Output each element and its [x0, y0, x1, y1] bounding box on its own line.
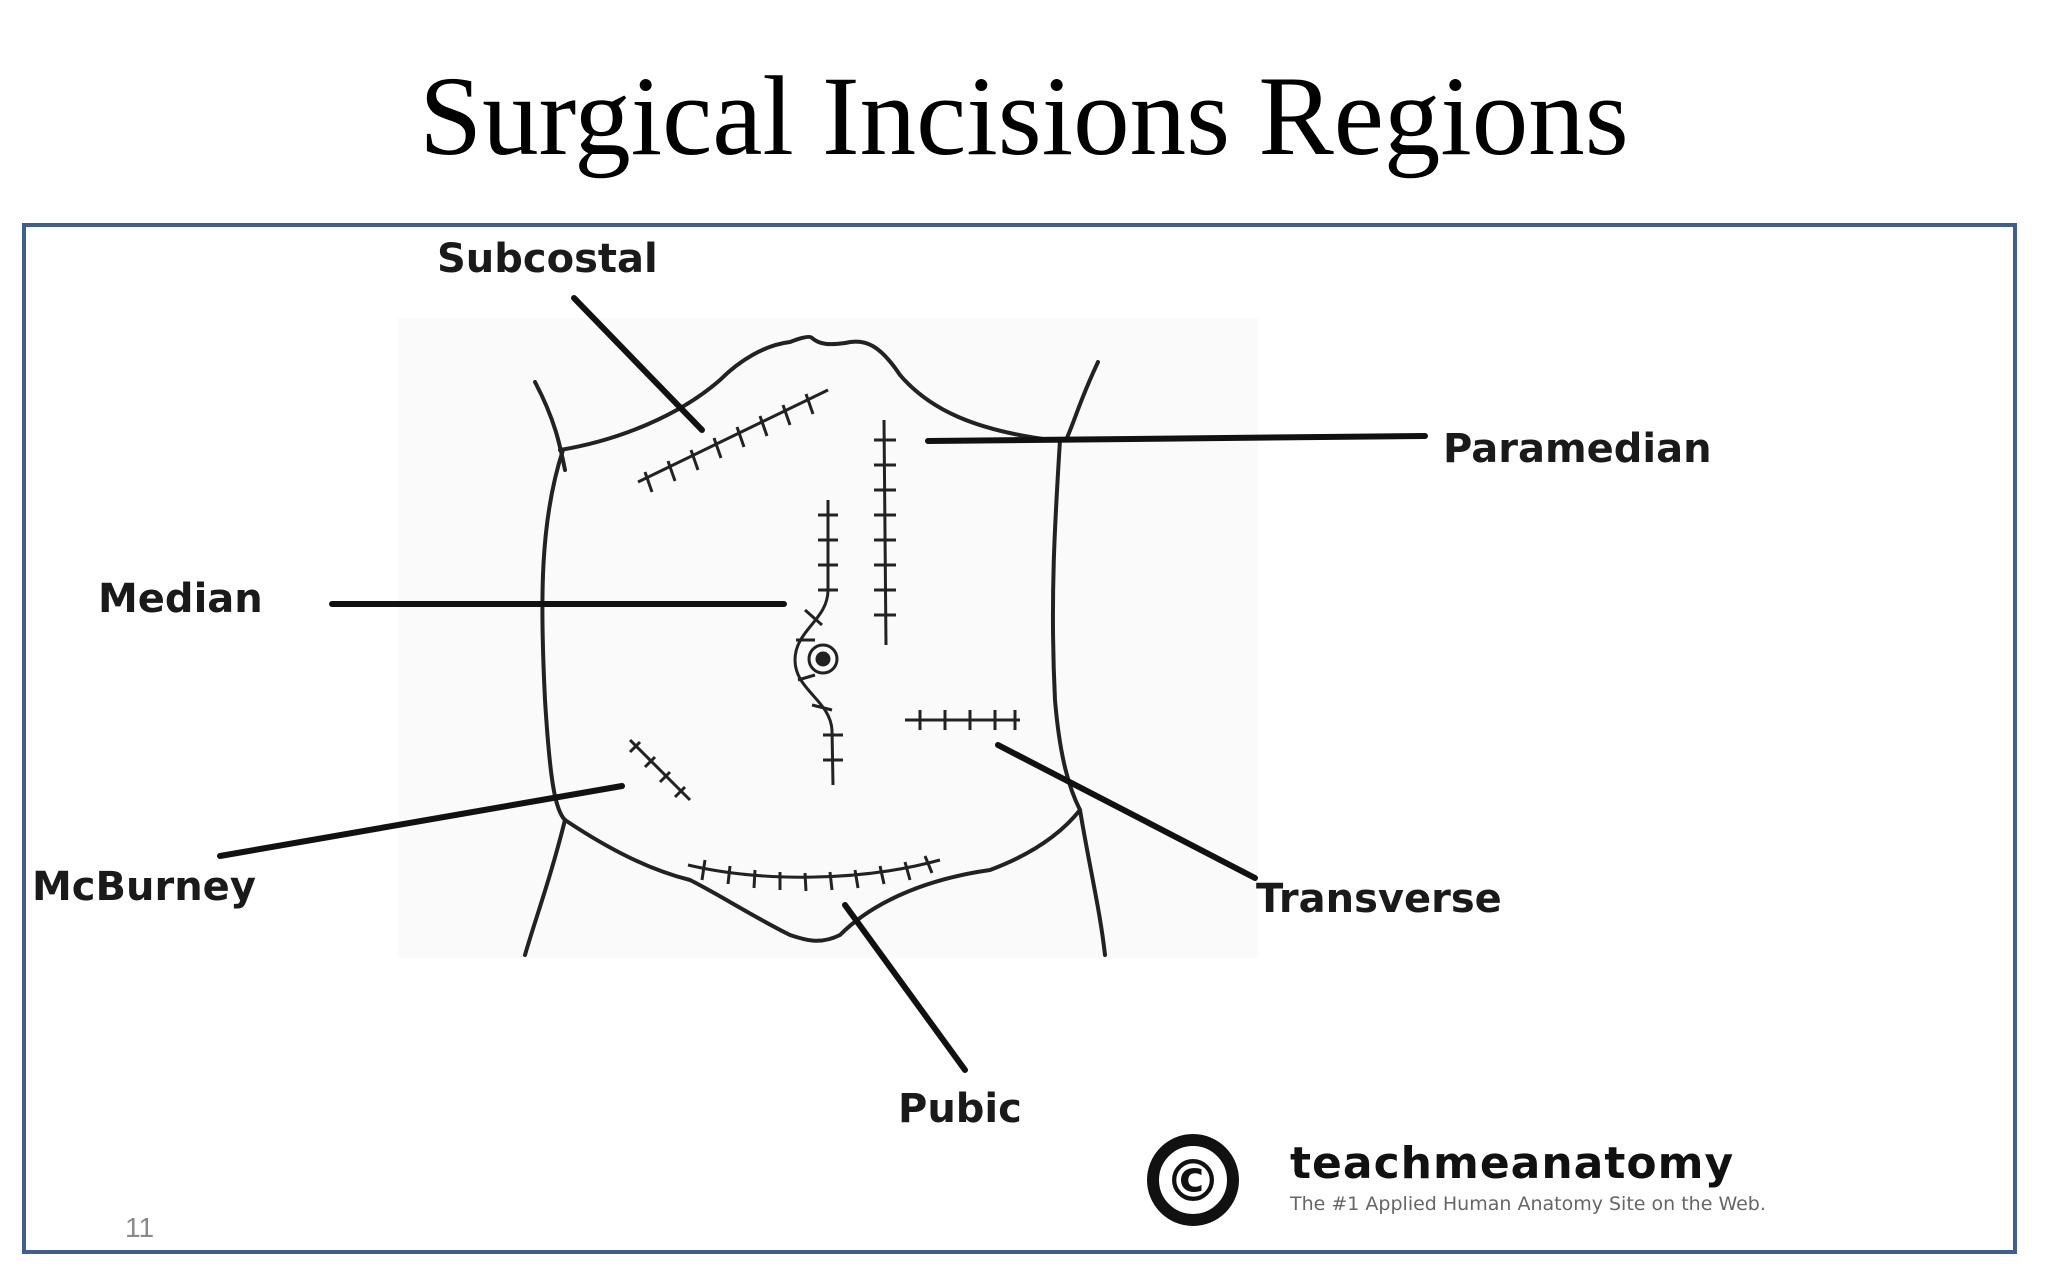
- navel: [807, 643, 839, 675]
- torso-outline: [523, 334, 1107, 957]
- pubic-incision: [687, 855, 941, 892]
- brand-name: teachmeanatomy: [1290, 1138, 1734, 1189]
- mcburney-incision: [628, 738, 692, 802]
- transverse-incision: [905, 710, 1020, 730]
- transverse-leader: [995, 742, 1258, 881]
- paramedian-leader: [925, 433, 1428, 444]
- label-subcostal: Subcostal: [437, 236, 658, 282]
- label-median: Median: [98, 576, 263, 622]
- copyright-symbol: ©: [1164, 1147, 1222, 1215]
- diagram-background: [398, 318, 1258, 958]
- label-pubic: Pubic: [898, 1086, 1022, 1132]
- brand-tagline: The #1 Applied Human Anatomy Site on the…: [1289, 1193, 1766, 1215]
- pubic-leader: [842, 902, 968, 1073]
- copyright-icon: [1147, 1134, 1239, 1226]
- label-paramedian: Paramedian: [1443, 426, 1712, 472]
- slide-title: Surgical Incisions Regions: [419, 54, 1629, 179]
- label-transverse: Transverse: [1256, 876, 1502, 922]
- subcostal-incision: [637, 388, 829, 493]
- median-incision: [793, 500, 843, 786]
- leader-lines: [217, 295, 1428, 1073]
- label-mcburney: McBurney: [32, 864, 256, 910]
- paramedian-incision: [874, 419, 896, 646]
- slide-number: 11: [125, 1212, 155, 1243]
- mcburney-leader: [217, 783, 625, 859]
- teachmeanatomy-watermark: © teachmeanatomy The #1 Applied Human An…: [1147, 1134, 1766, 1226]
- subcostal-leader: [571, 295, 705, 433]
